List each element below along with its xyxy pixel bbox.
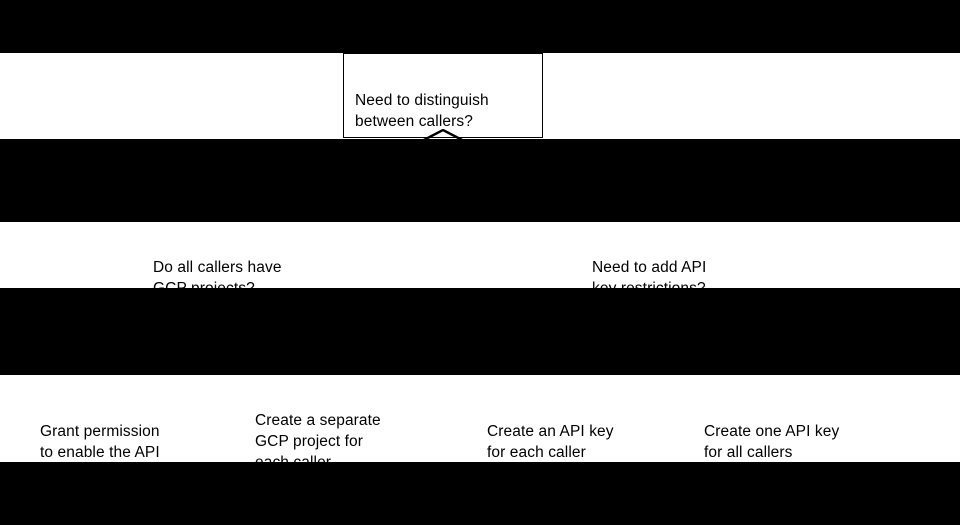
chevron-down-icon: [419, 129, 467, 143]
decision-node-gcp-projects[interactable]: Do all callers have GCP projects?: [142, 224, 325, 297]
outcome-node-api-key-each-caller[interactable]: Create an API key for each caller: [478, 375, 657, 462]
outcome-node-api-key-all-callers[interactable]: Create one API key for all callers: [694, 375, 887, 462]
outcome-node-separate-gcp-project-label: Create a separate GCP project for each c…: [255, 412, 381, 471]
outcome-node-separate-gcp-project[interactable]: Create a separate GCP project for each c…: [246, 375, 424, 471]
outcome-node-api-key-each-caller-label: Create an API key for each caller: [487, 423, 614, 461]
decision-node-distinguish-callers-label: Need to distinguish between callers?: [355, 92, 489, 130]
decision-node-key-restrictions[interactable]: Need to add API key restrictions?: [582, 224, 752, 297]
outcome-node-api-key-all-callers-label: Create one API key for all callers: [704, 423, 840, 461]
decision-node-distinguish-callers[interactable]: Need to distinguish between callers?: [343, 53, 543, 138]
decision-node-key-restrictions-label: Need to add API key restrictions?: [592, 259, 707, 297]
decision-node-gcp-projects-label: Do all callers have GCP projects?: [153, 259, 282, 297]
outcome-node-grant-permission-label: Grant permission to enable the API: [40, 423, 160, 461]
outcome-node-grant-permission[interactable]: Grant permission to enable the API: [30, 375, 200, 462]
